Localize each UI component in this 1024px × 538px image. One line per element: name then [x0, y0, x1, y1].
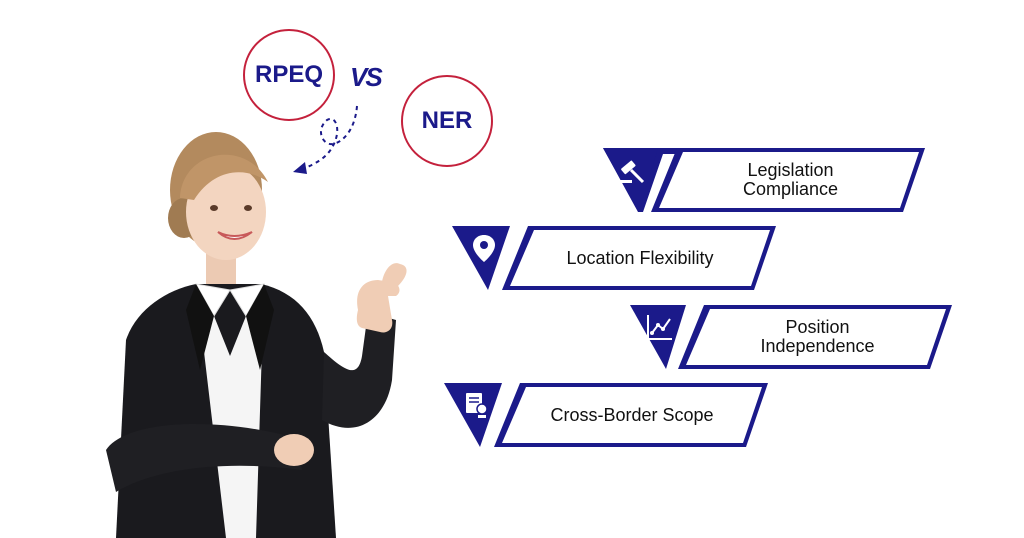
- document-stamp-icon: [466, 393, 488, 418]
- ner-circle: NER: [401, 75, 493, 167]
- rpeq-label: RPEQ: [254, 61, 323, 88]
- feature-label: Cross-Border Scope: [550, 404, 714, 425]
- feature-banner-position: Position Independence: [630, 305, 952, 369]
- gavel-icon: [620, 160, 645, 184]
- dashed-arrow-icon: [293, 105, 358, 174]
- feature-banner-cross-border: Cross-Border Scope: [444, 383, 768, 447]
- location-pin-icon: [473, 235, 495, 262]
- banner-shape: [444, 383, 768, 447]
- feature-label: Location Flexibility: [566, 247, 714, 268]
- chart-trend-icon: [647, 315, 672, 340]
- banner-shape: [630, 305, 952, 369]
- banner-shape: [603, 148, 925, 212]
- feature-banner-legislation: Legislation Compliance: [603, 148, 925, 212]
- rpeq-circle: RPEQ: [243, 29, 335, 121]
- feature-label: Legislation Compliance: [742, 160, 839, 199]
- businesswoman-illustration: [106, 132, 407, 538]
- feature-label: Position Independence: [760, 317, 875, 356]
- ner-label: NER: [421, 107, 473, 134]
- versus-label: VS: [350, 62, 383, 92]
- feature-banner-location: Location Flexibility: [452, 226, 776, 290]
